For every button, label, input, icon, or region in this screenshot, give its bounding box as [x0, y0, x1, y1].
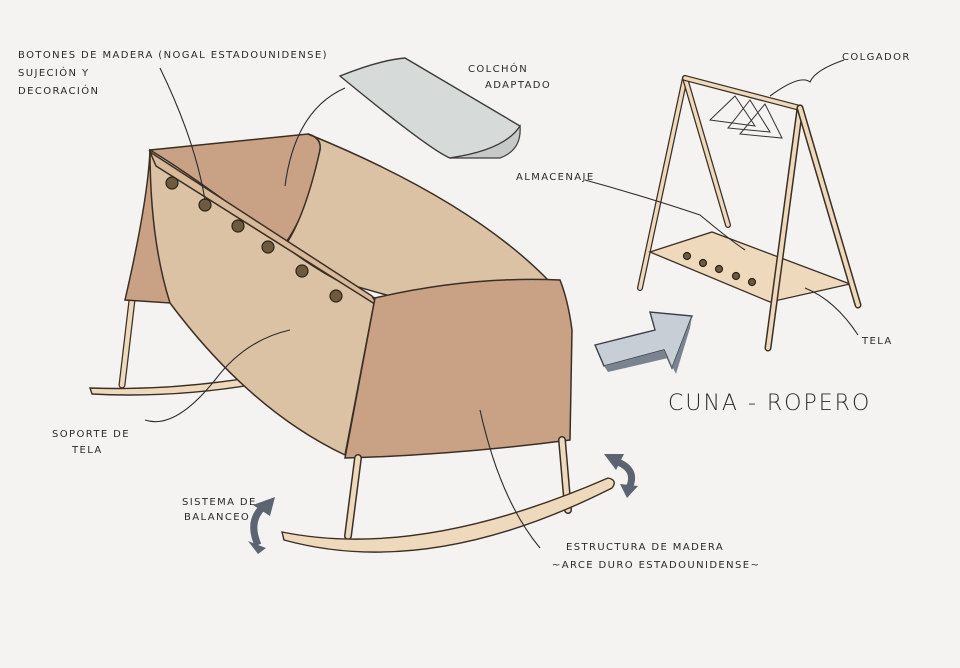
leader-colchon: [284, 87, 346, 187]
title-cuna-ropero: CUNA - ROPERO: [668, 391, 871, 416]
label-botones-2: SUJECIÓN Y: [18, 66, 90, 79]
wood-button: [261, 240, 275, 254]
label-soporte-2: TELA: [71, 445, 103, 456]
label-soporte-1: SOPORTE DE: [52, 429, 130, 440]
leader-tela: [804, 287, 859, 336]
wardrobe: [637, 75, 862, 352]
label-colchon-1: COLCHÓN: [468, 62, 528, 75]
storage-shelf: [648, 231, 853, 303]
wood-button: [295, 264, 309, 278]
mattress: [338, 57, 521, 159]
wood-button: [165, 176, 179, 190]
cradle: [89, 133, 615, 553]
wood-button: [198, 198, 212, 212]
label-sistema-2: BALANCEO: [184, 512, 250, 523]
label-almacenaje: ALMACENAJE: [516, 172, 595, 183]
rocking-arrow-icon: [604, 454, 638, 498]
leader-estructura: [479, 409, 541, 549]
leader-almacenaje: [584, 179, 746, 251]
label-sistema-1: SISTEMA DE: [182, 497, 257, 508]
leader-colgador: [769, 59, 845, 97]
label-botones-1: BOTONES DE MADERA (NOGAL ESTADOUNIDENSE): [18, 50, 328, 61]
label-estructura-2: ~ARCE DURO ESTADOUNIDENSE~: [552, 560, 760, 571]
front-end-panel: [344, 278, 573, 459]
label-colchon-2: ADAPTADO: [485, 80, 551, 91]
rocking-arrow-icon: [248, 497, 275, 554]
wood-button: [231, 219, 245, 233]
leader-soporte: [144, 329, 291, 423]
label-colgador: COLGADOR: [842, 52, 911, 63]
label-tela: TELA: [861, 336, 893, 347]
label-estructura-1: ESTRUCTURA DE MADERA: [566, 542, 724, 553]
front-rocker: [281, 477, 615, 553]
leader-botones: [159, 67, 206, 201]
wood-button: [329, 289, 343, 303]
hangers: [708, 95, 783, 139]
transform-arrow-icon: [594, 311, 693, 374]
label-botones-3: DECORACIÓN: [18, 84, 99, 97]
